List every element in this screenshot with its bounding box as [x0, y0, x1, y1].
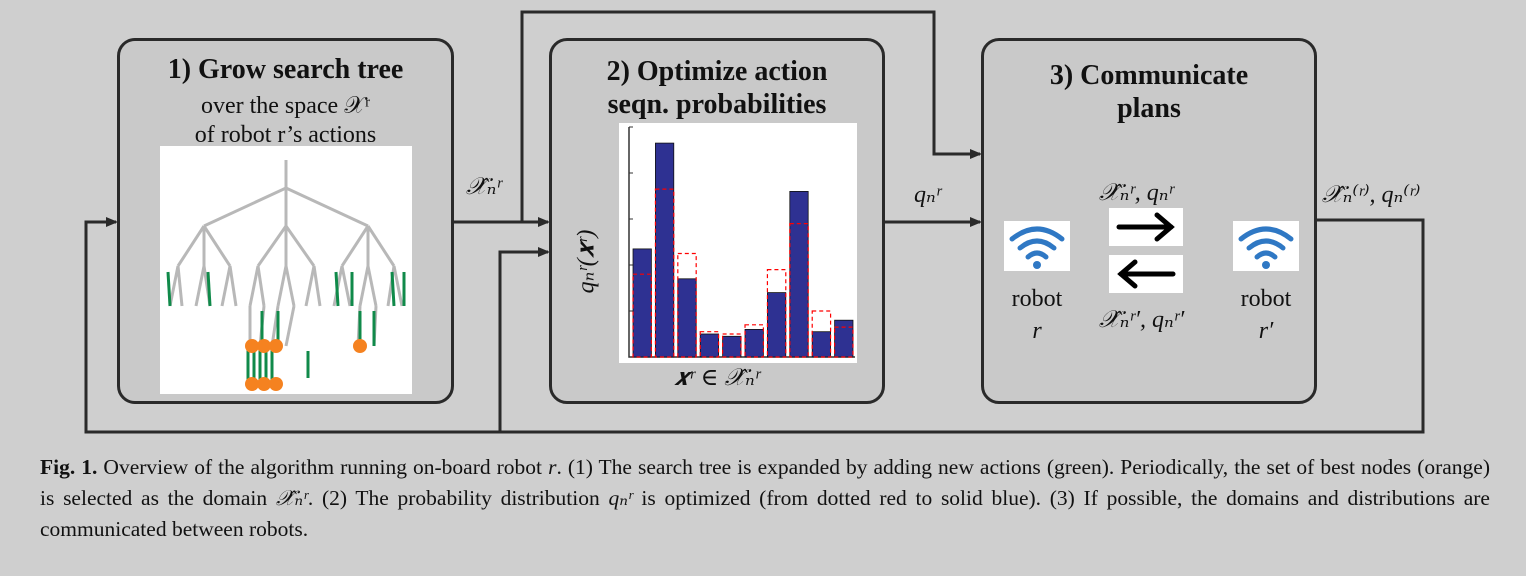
algorithm-diagram: 1) Grow search tree over the space 𝒳ʳ of… [84, 10, 1425, 434]
initial-bar [811, 310, 832, 358]
caption-text-1: Overview of the algorithm running on-boa… [97, 455, 549, 479]
optimized-bar [699, 333, 719, 358]
top-bypass-edge [520, 10, 982, 222]
caption-text-4: is optimized (from dotted red to solid b… [40, 486, 1490, 541]
right-arrow-icon [1109, 208, 1183, 246]
optimized-bar [655, 142, 675, 358]
communicate-box: 3) Communicate plans robot r robot r′ 𝒳̂… [981, 38, 1317, 404]
secondary-input-edge [498, 247, 550, 432]
optimized-bar [722, 335, 742, 358]
caption-distribution-symbol: qₙʳ [608, 486, 633, 510]
grow-tree-title: 1) Grow search tree [167, 54, 404, 85]
initial-bar [677, 252, 697, 358]
optimize-title-line2: seqn. probabilities [607, 89, 827, 120]
figure-caption: Fig. 1. Overview of the algorithm runnin… [40, 452, 1490, 545]
robot-right-label-2: r′ [1258, 318, 1274, 344]
grow-tree-sub1: over the space 𝒳ʳ [200, 93, 371, 119]
initial-bar [632, 273, 652, 358]
optimized-bar [744, 328, 764, 358]
caption-text-2: . (1) The search tree is expanded by add… [40, 455, 1491, 510]
initial-bar [834, 326, 854, 358]
optimized-bar [811, 331, 831, 358]
wifi-icon [1233, 221, 1299, 271]
optimized-bar [632, 248, 652, 358]
caption-text-3: . (2) The probability distribution [307, 486, 609, 510]
wifi-icon [1004, 221, 1070, 271]
grow-tree-box: 1) Grow search tree over the space 𝒳ʳ of… [117, 38, 454, 404]
optimize-title-line1: 2) Optimize action [606, 56, 828, 87]
initial-bar [744, 324, 764, 358]
robot-left-label-1: robot [1011, 286, 1063, 312]
probability-bar-chart [619, 123, 857, 363]
optimized-bar [789, 191, 809, 358]
initial-bar [766, 269, 787, 358]
optimized-bar [677, 278, 697, 358]
communicate-title-line1: 3) Communicate [1049, 60, 1249, 91]
feedback-loop-edge [84, 217, 1425, 434]
left-arrow-icon [1109, 255, 1183, 293]
optimized-bar [767, 292, 787, 358]
grow-tree-sub2: of robot r’s actions [194, 122, 377, 148]
caption-domain-symbol: 𝒳̂ₙʳ [275, 486, 308, 510]
output-edge-label: 𝒳̂ₙ⁽ʳ⁾, qₙ⁽ʳ⁾ [1322, 182, 1421, 208]
caption-label: Fig. 1. [40, 455, 98, 479]
optimize-box: 2) Optimize action seqn. probabilities q… [549, 38, 885, 404]
receive-label: 𝒳̂ₙʳ′, qₙʳ′ [1099, 307, 1185, 333]
initial-bar [789, 222, 809, 358]
communicate-title-line2: plans [1117, 93, 1181, 124]
robot-left-label-2: r [1032, 318, 1042, 344]
domain-edge-label: 𝒳̂ₙʳ [466, 174, 502, 200]
initial-bar [699, 331, 720, 358]
initial-bar [654, 188, 675, 358]
optimized-bar [834, 319, 854, 358]
send-label: 𝒳̂ₙʳ, qₙʳ [1099, 180, 1174, 206]
robot-right-label-1: robot [1240, 286, 1292, 312]
y-axis-label: qₙʳ(𝒙ʳ) [573, 229, 600, 294]
connector-lines [84, 10, 1425, 434]
initial-bar [722, 333, 742, 358]
search-tree-image [160, 146, 412, 394]
caption-robot-r: r [548, 455, 557, 479]
x-axis-label: 𝒙ʳ ∈ 𝒳̂ₙʳ [673, 365, 761, 391]
distribution-edge-label: qₙʳ [914, 182, 942, 208]
